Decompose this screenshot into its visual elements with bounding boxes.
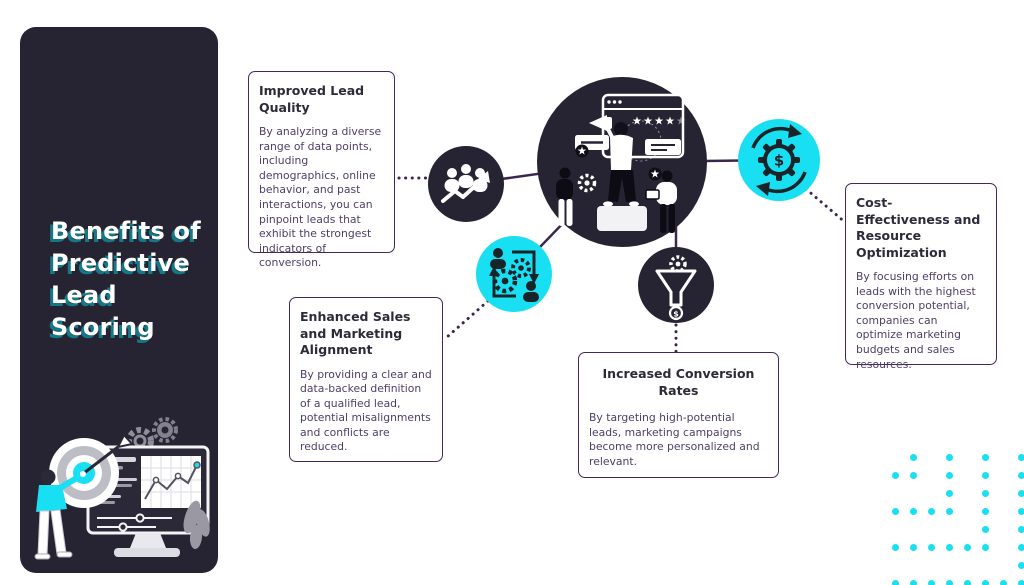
decorative-dot [1018,454,1024,461]
decorative-dot [982,454,989,461]
decorative-dot [928,580,935,585]
decorative-dots-pattern [892,454,1024,585]
decorative-dot [910,472,917,479]
card-title: Increased Conversion Rates [602,366,755,398]
sidebar: Benefits of Predictive Lead Scoring [20,27,218,573]
dollar-gear-refresh-icon: $ [738,119,820,201]
card-body: By focusing efforts on leads with the hi… [856,270,976,371]
card-body: By providing a clear and data-backed def… [300,367,432,454]
decorative-dot [1018,580,1024,585]
decorative-dot [982,472,989,479]
decorative-dot [892,472,899,479]
person-illustration [34,469,86,560]
person-right [645,170,677,233]
gear-icon [577,173,597,193]
card-enhanced-alignment: Enhanced Sales and Marketing Alignment B… [289,297,443,462]
star-badge-icon [575,144,662,181]
decorative-dot [982,526,989,533]
decorative-dot [946,508,953,515]
card-body: By analyzing a diverse range of data poi… [259,125,382,270]
person-left [556,167,573,226]
card-increased-conversion: Increased Conversion Rates By targeting … [578,352,779,478]
decorative-dot [928,544,935,551]
card-title: Cost-Effectiveness and Resource Optimiza… [856,195,981,260]
decorative-dot [1018,562,1024,569]
person-megaphone [589,115,647,231]
decorative-dot [982,580,989,585]
card-improved-lead-quality: Improved Lead Quality By analyzing a div… [248,71,395,269]
card-title: Improved Lead Quality [259,83,365,115]
dollar-glyph: $ [774,152,784,170]
decorative-dot [1018,544,1024,551]
decorative-dot [946,454,953,461]
decorative-dot [910,580,917,585]
decorative-dot [946,580,953,585]
page-title: Benefits of Predictive Lead Scoring [51,217,201,341]
team-sync-gears-icon [476,236,552,312]
decorative-dot [946,544,953,551]
decorative-dot [892,508,899,515]
card-title: Enhanced Sales and Marketing Alignment [300,309,411,357]
decorative-dot [982,508,989,515]
coin-dollar-glyph: $ [673,310,679,319]
decorative-dot [982,490,989,497]
plant-icon [183,500,210,549]
decorative-dot [910,544,917,551]
marketing-team-illustration [537,77,707,247]
decorative-dot [1018,508,1024,515]
conversion-funnel-icon: $ [638,247,714,323]
decorative-dot [1018,526,1024,533]
decorative-dot [982,544,989,551]
card-body: By targeting high-potential leads, marke… [589,411,760,468]
decorative-dot [1018,490,1024,497]
central-hub [537,77,707,247]
decorative-dot [1000,580,1007,585]
decorative-dot [892,544,899,551]
card-cost-effectiveness: Cost-Effectiveness and Resource Optimiza… [845,183,997,371]
decorative-dot [964,580,971,585]
decorative-dot [910,508,917,515]
decorative-dot [892,580,899,585]
decorative-dot [946,472,953,479]
decorative-dot [946,490,953,497]
decorative-dot [964,544,971,551]
target-dashboard-illustration [34,417,210,560]
leads-growth-icon [428,146,504,222]
decorative-dot [928,508,935,515]
decorative-dot [1018,472,1024,479]
decorative-dot [910,454,917,461]
